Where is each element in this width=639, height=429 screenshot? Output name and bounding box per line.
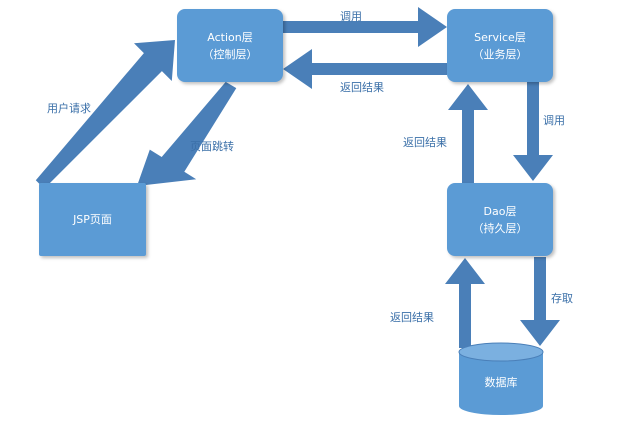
arrow-dao-to-service bbox=[448, 84, 488, 183]
action-layer-title: Action层 bbox=[207, 30, 253, 44]
label-db-to-dao: 返回结果 bbox=[390, 311, 434, 324]
label-dao-to-service: 返回结果 bbox=[403, 136, 447, 149]
dao-layer-title: Dao层 bbox=[483, 204, 517, 218]
arrow-db-to-dao bbox=[445, 258, 485, 348]
service-layer-box: Service层 （业务层） bbox=[447, 9, 553, 82]
label-action-to-service: 调用 bbox=[340, 10, 362, 23]
label-service-to-dao: 调用 bbox=[543, 114, 565, 127]
action-layer-subtitle: （控制层） bbox=[202, 47, 258, 61]
jsp-page-box: JSP页面 bbox=[39, 183, 146, 256]
label-dao-to-db: 存取 bbox=[551, 292, 573, 305]
label-jsp-to-action: 用户请求 bbox=[47, 102, 91, 115]
service-layer-title: Service层 bbox=[474, 30, 526, 44]
dao-layer-subtitle: （持久层） bbox=[472, 221, 528, 235]
database-cylinder bbox=[458, 342, 544, 415]
arrow-service-to-action bbox=[283, 49, 447, 89]
jsp-page-title: JSP页面 bbox=[73, 213, 112, 226]
action-layer-box: Action层 （控制层） bbox=[177, 9, 283, 82]
label-service-to-action: 返回结果 bbox=[340, 81, 384, 94]
arrow-jsp-to-action bbox=[35, 40, 175, 189]
service-layer-subtitle: （业务层） bbox=[472, 47, 528, 61]
arrow-service-to-dao bbox=[513, 82, 553, 181]
dao-layer-box: Dao层 （持久层） bbox=[447, 183, 553, 256]
arrow-action-to-jsp bbox=[137, 81, 237, 186]
database-label: 数据库 bbox=[484, 376, 518, 389]
arrow-dao-to-db bbox=[520, 257, 560, 346]
arrow-action-to-service bbox=[283, 7, 447, 47]
label-action-to-jsp: 页面跳转 bbox=[190, 140, 234, 153]
